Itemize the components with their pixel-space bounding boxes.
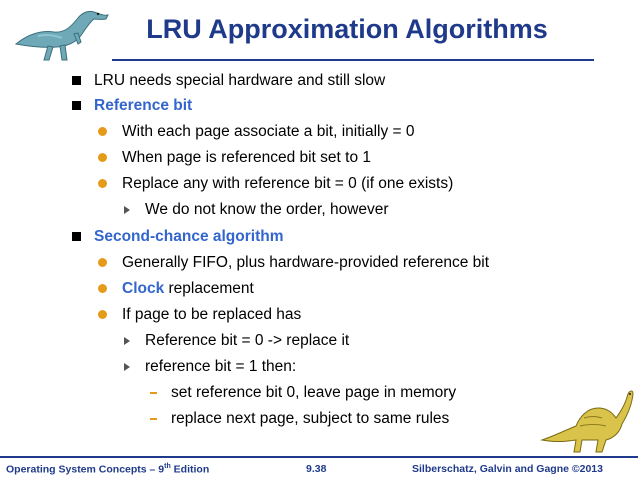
footer-divider [0, 456, 638, 458]
bullet-text: LRU needs special hardware and still slo… [94, 72, 386, 89]
dot-bullet-icon [98, 127, 107, 136]
bullet-item: With each page associate a bit, initiall… [122, 123, 415, 141]
bullet-item: Generally FIFO, plus hardware-provided r… [122, 254, 489, 272]
bullet-text: With each page associate a bit, initiall… [122, 123, 415, 140]
bullet-item: We do not know the order, however [145, 201, 389, 219]
title-divider [112, 59, 594, 61]
triangle-bullet-icon [124, 362, 130, 371]
bullet-highlight: Second-chance algorithm [94, 228, 284, 245]
dot-bullet-icon [98, 258, 107, 267]
bullet-text: reference bit = 1 then: [145, 358, 297, 375]
dot-bullet-icon [98, 153, 107, 162]
bullet-text: replacement [164, 280, 254, 297]
bullet-text: Generally FIFO, plus hardware-provided r… [122, 254, 489, 271]
bullet-item: Reference bit [94, 97, 192, 115]
bullet-item: reference bit = 1 then: [145, 358, 296, 376]
bullet-highlight: Clock [122, 280, 165, 297]
bullet-text: Replace any with reference bit = 0 (if o… [122, 175, 454, 192]
triangle-bullet-icon [124, 205, 130, 214]
bullet-item: replace next page, subject to same rules [171, 410, 449, 428]
bullet-text: Reference bit = 0 -> replace it [145, 332, 350, 349]
footer-copyright: Silberschatz, Galvin and Gagne ©2013 [412, 463, 603, 475]
bullet-highlight: Reference bit [94, 97, 193, 114]
dot-bullet-icon [98, 284, 107, 293]
dinosaur-illustration-icon [540, 390, 634, 453]
bullet-item: Clock replacement [122, 280, 254, 298]
footer-slide-number: 9.38 [306, 463, 327, 475]
dash-bullet-icon [150, 392, 157, 394]
bullet-item: LRU needs special hardware and still slo… [94, 72, 385, 90]
bullet-text: set reference bit 0, leave page in memor… [171, 384, 457, 401]
slide-title: LRU Approximation Algorithms [146, 14, 548, 44]
triangle-bullet-icon [124, 336, 130, 345]
dot-bullet-icon [98, 179, 107, 188]
dot-bullet-icon [98, 310, 107, 319]
square-bullet-icon [72, 232, 81, 241]
bullet-text: replace next page, subject to same rules [171, 410, 450, 427]
bullet-text: If page to be replaced has [122, 306, 302, 323]
dash-bullet-icon [150, 418, 157, 420]
bullet-text: We do not know the order, however [145, 201, 389, 218]
square-bullet-icon [72, 101, 81, 110]
bullet-item: Replace any with reference bit = 0 (if o… [122, 175, 453, 193]
bullet-item: set reference bit 0, leave page in memor… [171, 384, 456, 402]
square-bullet-icon [72, 76, 81, 85]
bullet-item: If page to be replaced has [122, 306, 301, 324]
bullet-item: When page is referenced bit set to 1 [122, 149, 371, 167]
bullet-text: When page is referenced bit set to 1 [122, 149, 372, 166]
bullet-item: Second-chance algorithm [94, 228, 283, 246]
bullet-item: Reference bit = 0 -> replace it [145, 332, 349, 350]
dinosaur-logo-icon [14, 10, 109, 61]
footer-course: Operating System Concepts – 9th Edition [6, 463, 210, 476]
